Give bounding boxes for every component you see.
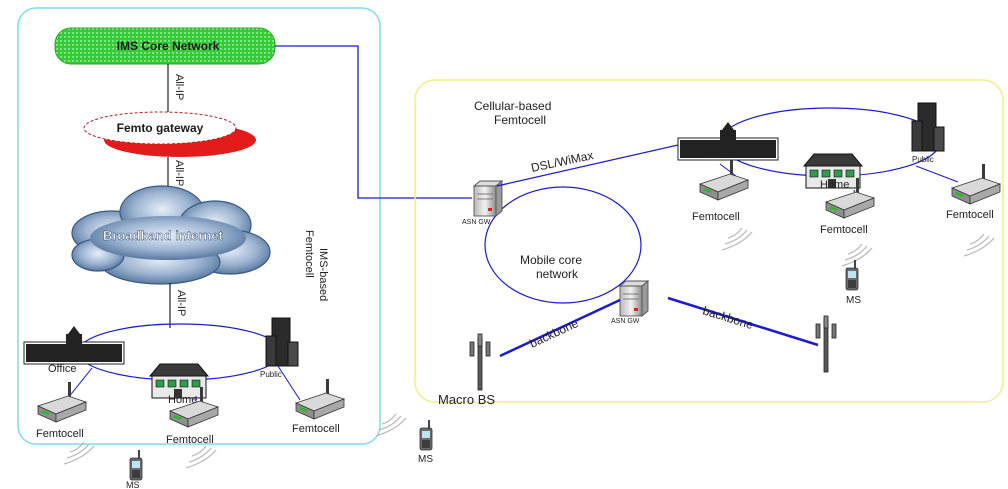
signal-icon xyxy=(185,445,217,469)
broadband-label: Broadband internet xyxy=(103,228,224,243)
femtocell-label-right-3: Femtocell xyxy=(946,209,994,221)
link-public-femto xyxy=(277,365,301,401)
signal-icon xyxy=(63,441,95,465)
link-ims-asn xyxy=(275,45,472,199)
femtocell-device-icon xyxy=(951,163,1001,205)
signal-icon xyxy=(841,243,873,267)
mobile-core-label-line2: network xyxy=(536,267,579,281)
mobile-station-icon xyxy=(129,449,143,481)
home-label-left: Home xyxy=(168,394,197,406)
all-ip-label-mid: All-IP xyxy=(173,160,185,186)
femtocell-label-left-2: Femtocell xyxy=(166,434,214,446)
cellular-title-line2: Femtocell xyxy=(494,113,546,127)
ims-panel-border xyxy=(17,7,381,445)
backbone-link-left xyxy=(499,298,621,358)
femto-gateway-node xyxy=(83,111,237,145)
asn-gw-server-icon xyxy=(619,280,649,317)
link-public-femto-right xyxy=(915,165,959,183)
ims-panel-label-line2: Femtocell xyxy=(303,230,315,278)
ms-label-middle: MS xyxy=(418,454,433,465)
public-building-icon xyxy=(265,317,299,367)
femto-gateway-label: Femto gateway xyxy=(117,121,204,135)
link-office-femto-right xyxy=(719,163,737,177)
ms-label-left: MS xyxy=(126,480,140,489)
mobile-station-icon xyxy=(419,419,433,451)
femtocell-label-left-3: Femtocell xyxy=(292,423,340,435)
mobile-core-ring xyxy=(484,186,642,304)
backbone-label-1: backbone xyxy=(527,316,580,351)
link-dsl-wimax xyxy=(496,139,701,187)
ms-label-right: MS xyxy=(846,295,861,306)
macro-bs-label: Macro BS xyxy=(438,392,495,407)
femtocell-label-right-1: Femtocell xyxy=(692,211,740,223)
public-label-right: Public xyxy=(912,155,934,164)
public-label-left: Public xyxy=(260,370,282,379)
signal-icon xyxy=(721,227,753,251)
mobile-core-label-line1: Mobile core xyxy=(520,253,582,267)
all-ip-label-top: All-IP xyxy=(173,74,185,100)
asn-gw-label-2: ASN GW xyxy=(611,318,640,325)
base-station-tower-icon xyxy=(815,315,837,373)
signal-icon xyxy=(963,233,995,257)
ims-panel-label-line1: IMS-based xyxy=(317,248,329,301)
femtocell-label-right-2: Femtocell xyxy=(820,224,868,236)
asn-gw-label-1: ASN GW xyxy=(462,219,491,226)
all-ip-label-bottom: All-IP xyxy=(175,290,187,316)
ims-core-label: IMS Core Network xyxy=(117,39,220,53)
femtocell-device-icon xyxy=(295,378,345,420)
femtocell-device-icon xyxy=(37,381,87,423)
femtocell-device-icon xyxy=(699,159,749,201)
link-office-femto xyxy=(67,367,93,399)
home-label-right: Home xyxy=(820,179,849,191)
office-label-left: Office xyxy=(48,363,77,375)
home-house-icon xyxy=(149,363,209,399)
broadband-cloud xyxy=(71,185,271,285)
backbone-link-right xyxy=(667,296,819,347)
office-label-right: Office xyxy=(708,149,737,161)
cellular-panel-border xyxy=(414,79,1004,403)
backbone-label-2: backbone xyxy=(701,303,755,332)
public-building-icon xyxy=(911,102,945,152)
femtocell-label-left-1: Femtocell xyxy=(36,428,84,440)
cellular-title-line1: Cellular-based xyxy=(474,99,551,113)
macro-bs-tower-icon xyxy=(469,333,491,391)
